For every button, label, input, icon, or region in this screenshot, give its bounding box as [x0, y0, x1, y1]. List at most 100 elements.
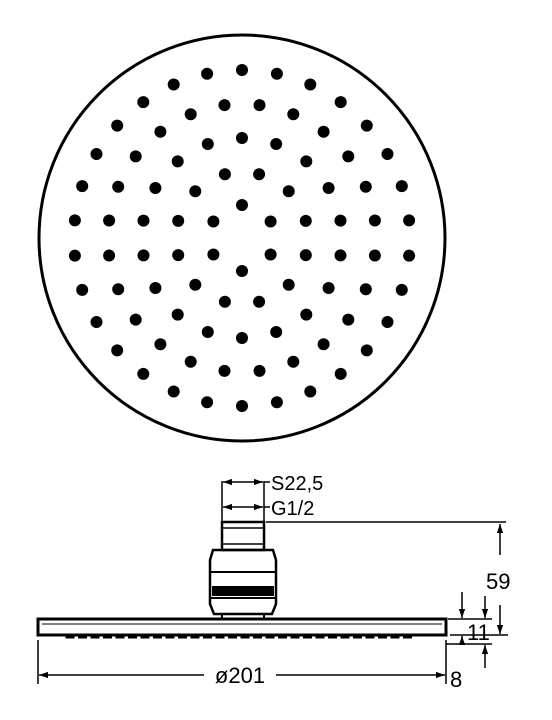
- ball-joint: [208, 548, 278, 616]
- nozzle-dot: [137, 96, 150, 109]
- nozzle-dot: [76, 283, 89, 296]
- nozzle-dot: [381, 148, 394, 160]
- nozzle-dot: [172, 249, 185, 262]
- nozzle-dot: [236, 332, 248, 344]
- nozzle-dot: [154, 338, 167, 351]
- nozzle-dot: [171, 308, 184, 321]
- nozzle-dot: [253, 99, 266, 112]
- wrench-size-label: S22,5: [271, 473, 323, 495]
- nozzle-pattern: [68, 64, 416, 412]
- bottom-nozzle: [315, 634, 325, 639]
- nozzle-dot: [270, 67, 283, 80]
- bottom-nozzle: [328, 634, 337, 639]
- nozzle-dot: [270, 326, 283, 338]
- bottom-nozzle: [228, 634, 237, 639]
- nozzle-dot: [149, 182, 162, 194]
- bottom-nozzle: [403, 634, 412, 639]
- nozzle-dot: [189, 185, 202, 198]
- bottom-nozzle: [165, 634, 175, 639]
- nozzle-dot: [218, 99, 231, 112]
- nozzle-dot: [334, 367, 347, 380]
- nozzle-dot: [264, 248, 277, 261]
- bottom-nozzle: [340, 634, 350, 639]
- nozzle-dot: [317, 125, 330, 138]
- nozzle-dot: [171, 155, 184, 168]
- nozzle-dot: [189, 278, 202, 291]
- nozzle-dot: [359, 283, 372, 296]
- nozzle-dot: [149, 282, 162, 294]
- bottom-nozzle: [253, 634, 262, 639]
- bottom-nozzle: [265, 634, 275, 639]
- nozzle-dot: [304, 385, 317, 398]
- nozzle-dot: [360, 344, 373, 357]
- nozzle-dot: [264, 215, 277, 228]
- dimension-labels: S22,5 G1/2 59 11 8 ø201: [215, 473, 511, 692]
- nozzle-dot: [299, 249, 312, 262]
- nozzle-dot: [207, 215, 220, 228]
- nozzle-dot: [236, 400, 248, 412]
- nozzle-dot: [342, 150, 355, 163]
- nozzle-height-label: 8: [450, 667, 462, 692]
- bottom-nozzle-row: [65, 634, 412, 639]
- bottom-nozzle: [90, 634, 100, 639]
- nozzle-dot: [334, 96, 347, 109]
- nozzle-dot: [322, 282, 335, 294]
- shower-plate: [36, 617, 448, 637]
- bottom-nozzle: [190, 634, 200, 639]
- bottom-nozzle: [240, 634, 250, 639]
- nozzle-dot: [184, 108, 197, 121]
- nozzle-dot: [368, 214, 381, 227]
- nozzle-dot: [287, 355, 300, 368]
- nozzle-dot: [395, 283, 408, 296]
- nozzle-dot: [172, 214, 185, 227]
- dimensions: [37, 478, 508, 684]
- diameter-label: ø201: [215, 663, 265, 688]
- nozzle-dot: [236, 199, 248, 211]
- nozzle-dot: [137, 214, 150, 227]
- nozzle-dot: [381, 316, 394, 328]
- side-view: [36, 520, 448, 639]
- nozzle-dot: [154, 125, 167, 138]
- nozzle-dot: [112, 283, 125, 296]
- nozzle-dot: [253, 295, 266, 308]
- nozzle-dot: [236, 132, 248, 144]
- thread-label: G1/2: [271, 498, 314, 520]
- nozzle-dot: [68, 249, 81, 262]
- nozzle-dot: [184, 355, 197, 368]
- bottom-nozzle: [290, 634, 300, 639]
- nozzle-dot: [112, 180, 125, 193]
- nozzle-dot: [201, 138, 214, 150]
- top-view: [37, 33, 447, 443]
- bottom-nozzle: [203, 634, 212, 639]
- bottom-nozzle: [178, 634, 187, 639]
- nozzle-dot: [90, 316, 103, 328]
- nozzle-dot: [103, 214, 116, 227]
- nozzle-dot: [368, 249, 381, 262]
- height-label: 59: [486, 569, 510, 594]
- bottom-nozzle: [103, 634, 112, 639]
- bottom-nozzle: [378, 634, 387, 639]
- nozzle-dot: [287, 108, 300, 121]
- ball-joint-ring: [212, 586, 274, 596]
- nozzle-dot: [129, 313, 142, 326]
- nozzle-dot: [334, 214, 347, 227]
- nozzle-dot: [236, 265, 248, 277]
- nozzle-dot: [218, 364, 231, 377]
- nozzle-dot: [207, 248, 220, 261]
- nozzle-dot: [137, 367, 150, 380]
- nozzle-dot: [201, 67, 214, 80]
- nozzle-dot: [334, 249, 347, 262]
- nozzle-dot: [342, 313, 355, 326]
- nozzle-dot: [137, 249, 150, 262]
- bottom-nozzle: [215, 634, 225, 639]
- bottom-nozzle: [353, 634, 362, 639]
- nozzle-dot: [359, 180, 372, 193]
- nozzle-dot: [111, 119, 124, 132]
- nozzle-dot: [395, 180, 408, 193]
- nozzle-dot: [300, 155, 313, 168]
- nozzle-dot: [167, 385, 180, 398]
- bottom-nozzle: [390, 634, 400, 639]
- nozzle-dot: [218, 295, 231, 308]
- nozzle-dot: [304, 78, 317, 91]
